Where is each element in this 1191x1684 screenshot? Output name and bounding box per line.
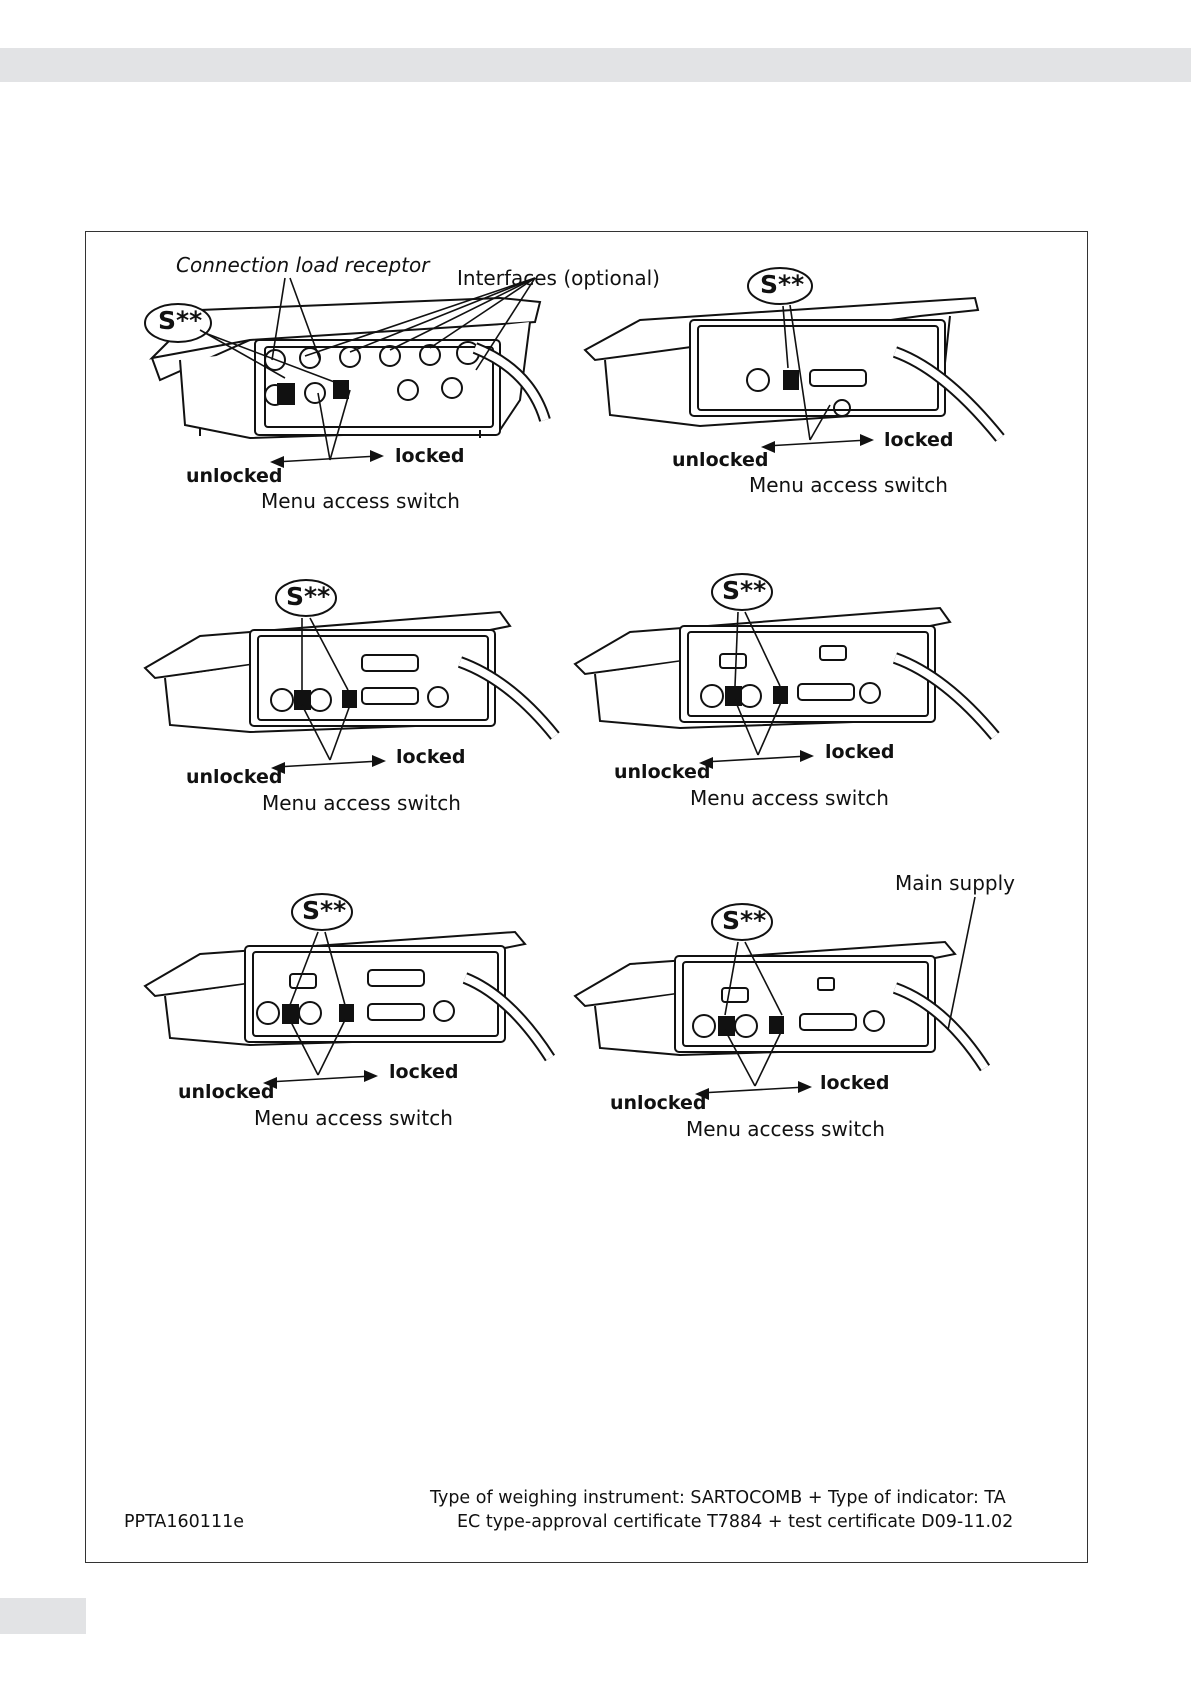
locked-label: locked xyxy=(395,445,465,467)
unlocked-label: unlocked xyxy=(614,761,711,783)
unlocked-label: unlocked xyxy=(186,465,283,487)
s-badge: S** xyxy=(722,576,767,605)
ellipse-marker xyxy=(144,303,212,343)
header-band xyxy=(0,48,1191,82)
locked-label: locked xyxy=(389,1061,459,1083)
connection-load-receptor-label: Connection load receptor xyxy=(176,253,430,277)
unlocked-label: unlocked xyxy=(186,766,283,788)
menu-access-caption: Menu access switch xyxy=(254,1106,453,1130)
menu-access-caption: Menu access switch xyxy=(690,786,889,810)
locked-label: locked xyxy=(820,1072,890,1094)
menu-access-caption: Menu access switch xyxy=(262,791,461,815)
indicator-drawing xyxy=(143,930,556,1062)
indicator-drawing xyxy=(583,296,1005,442)
ellipse-marker xyxy=(711,573,773,611)
ellipse-marker xyxy=(747,267,813,305)
indicator-drawing xyxy=(143,610,560,740)
locked-label: locked xyxy=(884,429,954,451)
menu-access-caption: Menu access switch xyxy=(686,1117,885,1141)
page-tab xyxy=(0,1598,86,1634)
indicator-drawing xyxy=(573,606,1000,740)
indicator-drawing xyxy=(149,296,551,440)
indicator-drawing xyxy=(573,940,991,1072)
interfaces-label: Interfaces (optional) xyxy=(457,266,660,290)
unlocked-label: unlocked xyxy=(178,1081,275,1103)
main-supply-label: Main supply xyxy=(895,871,1015,895)
locked-label: locked xyxy=(825,741,895,763)
s-badge: S** xyxy=(722,906,767,935)
s-badge: S** xyxy=(286,582,331,611)
s-badge: S** xyxy=(158,306,203,335)
ellipse-marker xyxy=(275,579,337,617)
certificate-line: EC type-approval certificate T7884 + tes… xyxy=(457,1512,1014,1532)
instrument-type-line: Type of weighing instrument: SARTOCOMB +… xyxy=(430,1488,1006,1508)
s-badge: S** xyxy=(760,270,805,299)
unlocked-label: unlocked xyxy=(610,1092,707,1114)
ellipse-marker xyxy=(291,893,353,931)
document-code: PPTA160111e xyxy=(124,1512,244,1532)
figure-frame xyxy=(85,231,1088,1563)
menu-access-caption: Menu access switch xyxy=(749,473,948,497)
s-badge: S** xyxy=(302,896,347,925)
unlocked-label: unlocked xyxy=(672,449,769,471)
ellipse-marker xyxy=(711,903,773,941)
menu-access-caption: Menu access switch xyxy=(261,489,460,513)
locked-label: locked xyxy=(396,746,466,768)
